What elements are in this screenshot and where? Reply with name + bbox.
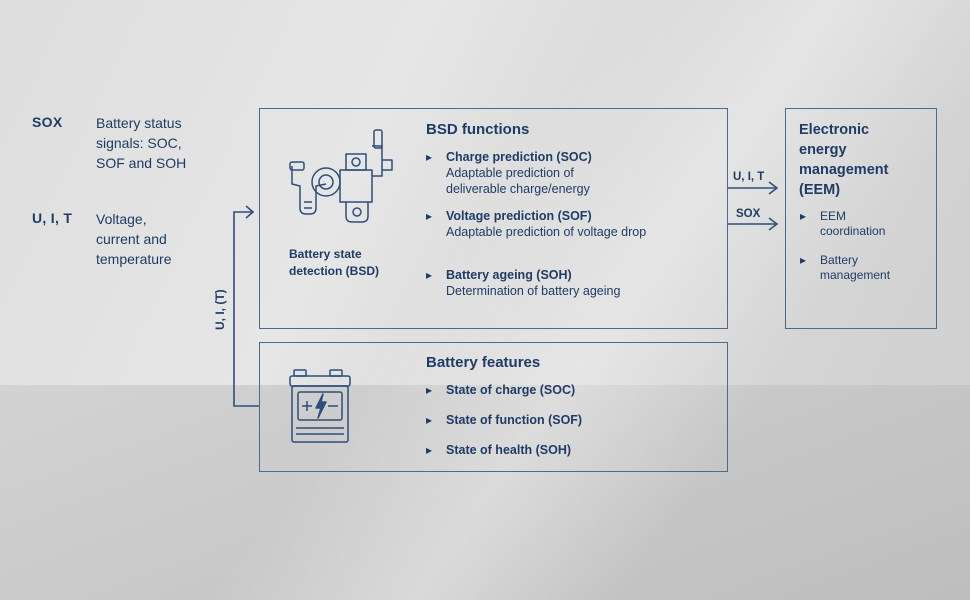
legend-key-sox: SOX <box>32 114 63 130</box>
eem-title: Electronic energy management (EEM) <box>799 122 889 198</box>
bsd-functions-title: BSD functions <box>426 121 530 138</box>
legend-text-uit: Voltage, current and temperature <box>96 211 172 267</box>
signal-label-uit: U, I, T <box>733 171 765 183</box>
car-battery-icon <box>289 369 351 443</box>
bsd-caption: Battery state detection (BSD) <box>289 247 379 278</box>
battery-sensor-icon <box>289 129 393 223</box>
bsd-function-battery-ageing: Battery ageing (SOH) Determination of ba… <box>426 267 620 299</box>
bsd-function-voltage-prediction: Voltage prediction (SOF) Adaptable predi… <box>426 208 646 240</box>
battery-feature-soc: State of charge (SOC) <box>426 382 575 398</box>
uit-arrowhead <box>768 181 779 195</box>
battery-features-title: Battery features <box>426 354 541 371</box>
feedback-arrow-line <box>233 211 260 407</box>
battery-feature-sof: State of function (SOF) <box>426 412 582 428</box>
eem-item-coordination: EEM coordination <box>800 209 886 239</box>
eem-item-battery-management: Battery management <box>800 253 890 283</box>
battery-features-box <box>259 342 728 472</box>
sox-arrowhead <box>768 217 779 231</box>
feedback-arrowhead <box>245 205 255 219</box>
legend-text-sox: Battery status signals: SOC, SOF and SOH <box>96 115 187 171</box>
bsd-functions-box <box>259 108 728 329</box>
signal-label-sox: SOX <box>736 208 761 220</box>
battery-feature-soh: State of health (SOH) <box>426 442 571 458</box>
legend-key-uit: U, I, T <box>32 210 73 226</box>
bsd-function-charge-prediction: Charge prediction (SOC) Adaptable predic… <box>426 149 592 197</box>
eem-box <box>785 108 937 329</box>
feedback-label: U, I, (T) <box>213 289 227 330</box>
